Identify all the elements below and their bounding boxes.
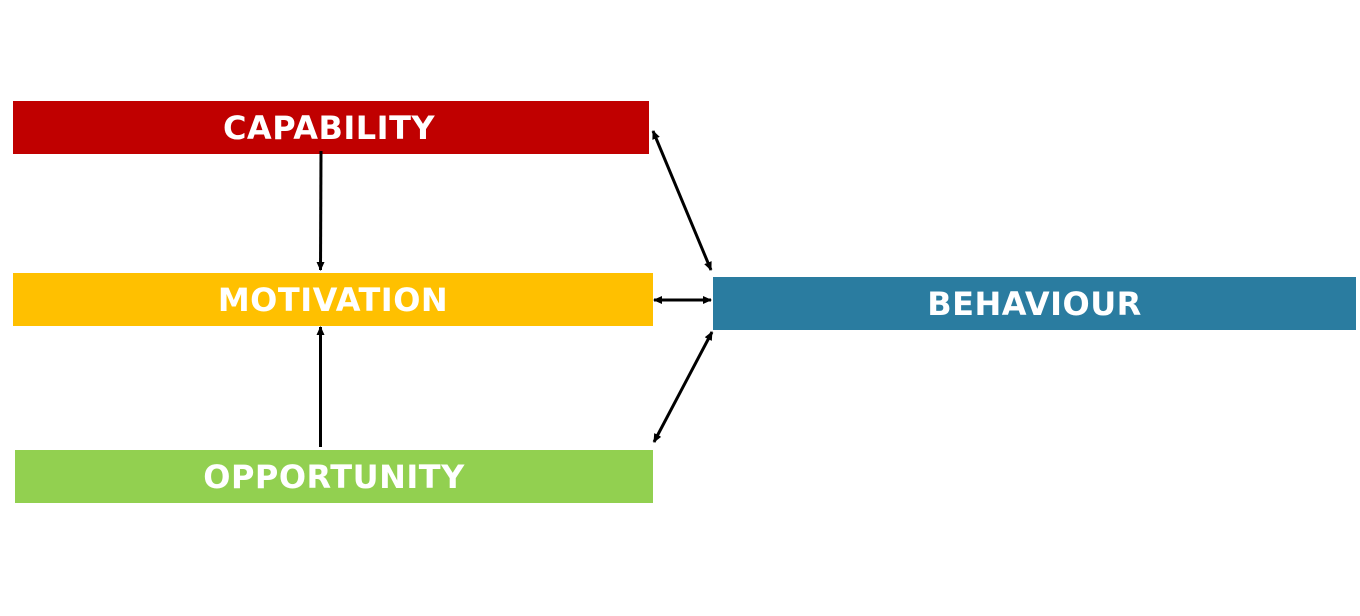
behaviour-label: BEHAVIOUR [927, 284, 1142, 323]
opportunity-label: OPPORTUNITY [203, 457, 465, 496]
motivation-label: MOTIVATION [217, 280, 449, 319]
capability-label: CAPABILITY [222, 108, 436, 147]
arrow-capability-behaviour [651, 130, 713, 271]
arrow-capability-to-motivation [316, 150, 325, 271]
capability-box: CAPABILITY [13, 101, 649, 154]
motivation-box: MOTIVATION [13, 273, 653, 326]
arrow-opportunity-behaviour [652, 331, 714, 443]
behaviour-box: BEHAVIOUR [713, 277, 1356, 330]
opportunity-box: OPPORTUNITY [15, 450, 653, 503]
